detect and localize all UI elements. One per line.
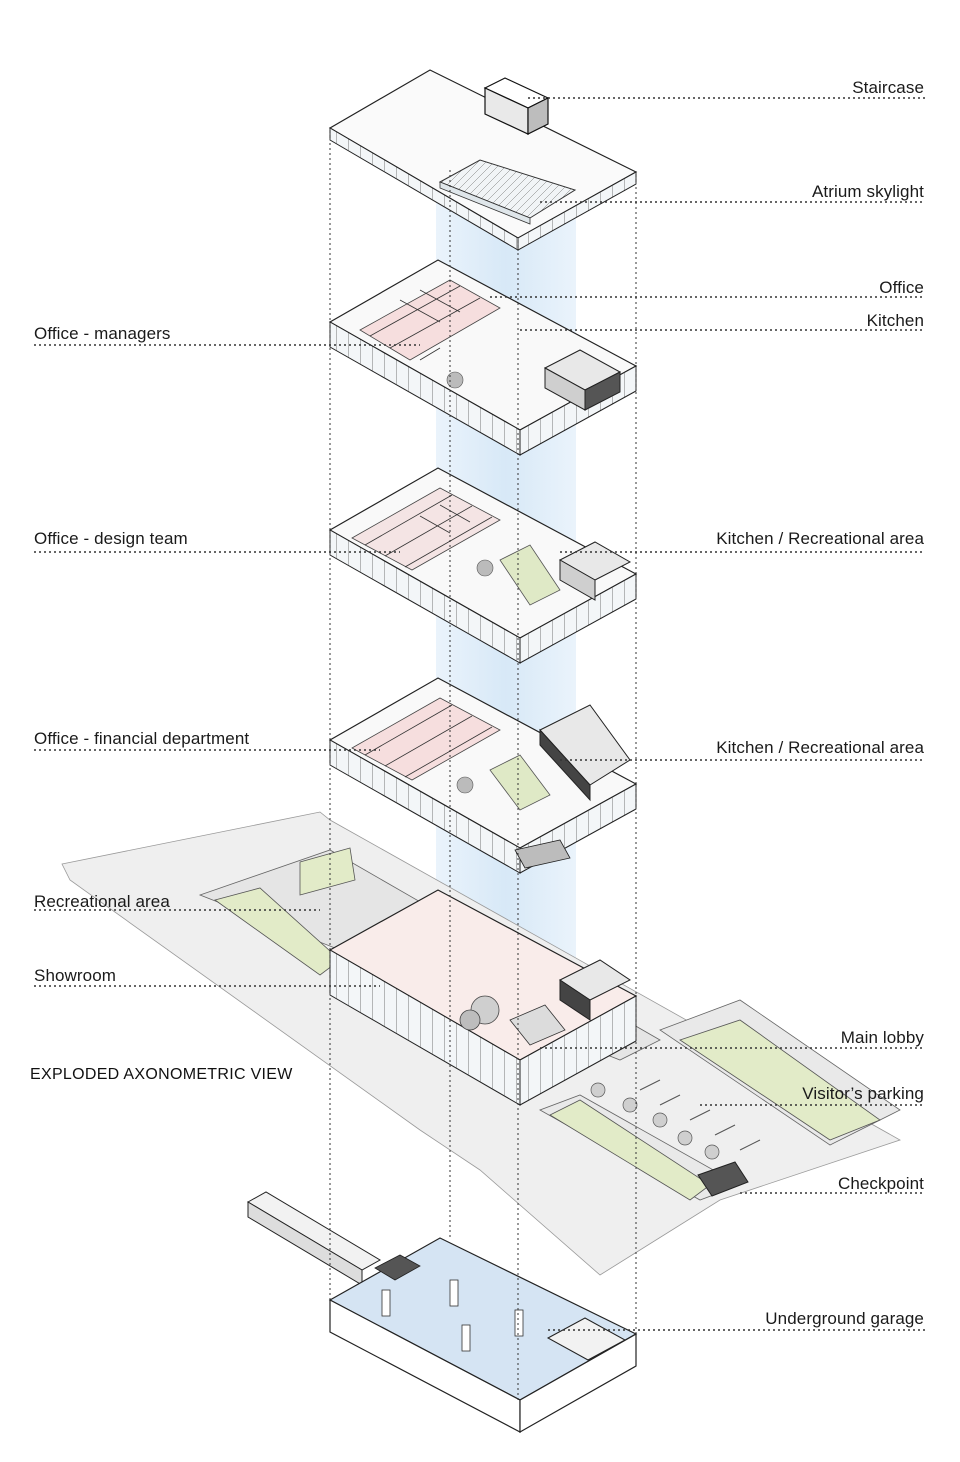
drawing-title: EXPLODED AXONOMETRIC VIEW (30, 1066, 293, 1083)
label-checkpoint: Checkpoint (837, 1174, 924, 1193)
label-office-managers: Office - managers (34, 324, 171, 343)
floor-managers (328, 259, 638, 456)
staircase-box (483, 77, 550, 135)
label-kitchen-recreational-1: Kitchen / Recreational area (716, 529, 924, 548)
underground-garage (246, 1191, 638, 1434)
projection-lines (329, 128, 637, 1400)
label-main-lobby: Main lobby (840, 1028, 924, 1047)
label-recreational-area: Recreational area (34, 892, 170, 911)
label-atrium-skylight: Atrium skylight (811, 182, 924, 201)
leader-lines (34, 97, 925, 1331)
label-underground-garage: Underground garage (765, 1309, 924, 1328)
floor-financial (328, 677, 638, 874)
label-kitchen-recreational-2: Kitchen / Recreational area (716, 738, 924, 757)
atrium-skylight (438, 159, 577, 225)
label-showroom: Showroom (34, 966, 117, 985)
label-visitors-parking: Visitor’s parking (802, 1084, 924, 1103)
label-office: Office (879, 278, 924, 297)
label-office-design-team: Office - design team (34, 529, 188, 548)
label-kitchen: Kitchen (866, 311, 924, 330)
label-office-financial: Office - financial department (34, 729, 250, 748)
label-staircase: Staircase (852, 78, 924, 97)
floor-design-team (328, 467, 638, 664)
roof-level (328, 69, 638, 251)
ground-level (61, 811, 901, 1276)
